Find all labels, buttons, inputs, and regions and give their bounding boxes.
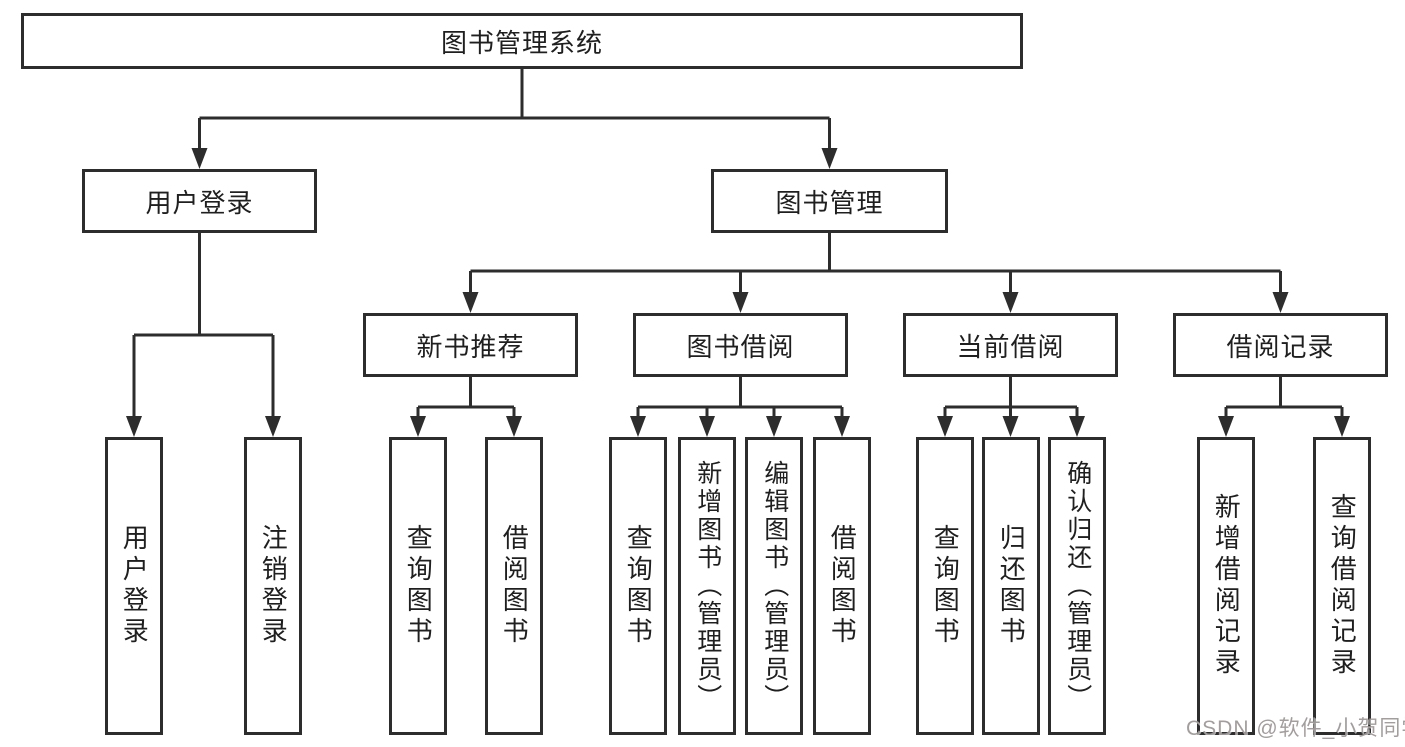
node-leaf-logout-label: 注销登录 [258,524,289,648]
node-leaf-query-borrow-record: 查询借阅记录 [1313,437,1371,735]
node-leaf-confirm-return-admin: 确认归还（管理员） [1048,437,1106,735]
node-leaf-query-borrow-record-label: 查询借阅记录 [1327,493,1358,679]
node-current-borrow-label: 当前借阅 [956,331,1065,362]
node-leaf-add-books-admin: 新增图书（管理员） [678,437,736,735]
node-leaf-logout: 注销登录 [244,437,302,735]
watermark: CSDN @软件_小贺同学 [1186,717,1405,740]
connector-new-book-recommend [416,377,516,420]
node-user-login: 用户登录 [82,169,317,233]
node-leaf-confirm-return-admin-label: 确认归还（管理员） [1063,460,1092,712]
node-leaf-query-books-current: 查询图书 [916,437,974,735]
node-leaf-edit-books-admin: 编辑图书（管理员） [745,437,803,735]
node-book-management: 图书管理 [711,169,948,233]
connector-current-borrow [943,377,1079,420]
connector-root [198,69,831,152]
node-new-book-recommend: 新书推荐 [363,313,578,377]
node-leaf-query-books-recommend: 查询图书 [389,437,447,735]
node-borrow-records: 借阅记录 [1173,313,1388,377]
node-root: 图书管理系统 [21,13,1023,69]
node-leaf-user-login: 用户登录 [105,437,163,735]
connector-user-login [132,233,275,420]
node-leaf-query-books-borrow-label: 查询图书 [623,524,654,648]
node-leaf-user-login-label: 用户登录 [119,524,150,648]
node-leaf-query-books-borrow: 查询图书 [609,437,667,735]
node-leaf-add-books-admin-label: 新增图书（管理员） [693,460,722,712]
node-leaf-borrow-books-label: 借阅图书 [827,524,858,648]
node-leaf-query-books-recommend-label: 查询图书 [403,524,434,648]
node-new-book-recommend-label: 新书推荐 [416,331,525,362]
node-book-borrow: 图书借阅 [633,313,848,377]
node-book-management-label: 图书管理 [775,187,884,218]
connector-book-management [469,233,1282,296]
node-root-label: 图书管理系统 [440,27,603,58]
connector-book-borrow [636,377,844,420]
node-leaf-edit-books-admin-label: 编辑图书（管理员） [760,460,789,712]
node-leaf-return-books: 归还图书 [982,437,1040,735]
node-leaf-borrow-books-recommend-label: 借阅图书 [499,524,530,648]
node-leaf-return-books-label: 归还图书 [996,524,1027,648]
node-leaf-add-borrow-record: 新增借阅记录 [1197,437,1255,735]
node-leaf-borrow-books-recommend: 借阅图书 [485,437,543,735]
node-current-borrow: 当前借阅 [903,313,1118,377]
node-borrow-records-label: 借阅记录 [1226,331,1335,362]
connector-borrow-records [1224,377,1344,420]
node-leaf-borrow-books: 借阅图书 [813,437,871,735]
node-leaf-query-books-current-label: 查询图书 [930,524,961,648]
node-user-login-label: 用户登录 [145,187,254,218]
node-leaf-add-borrow-record-label: 新增借阅记录 [1211,493,1242,679]
node-book-borrow-label: 图书借阅 [686,331,795,362]
